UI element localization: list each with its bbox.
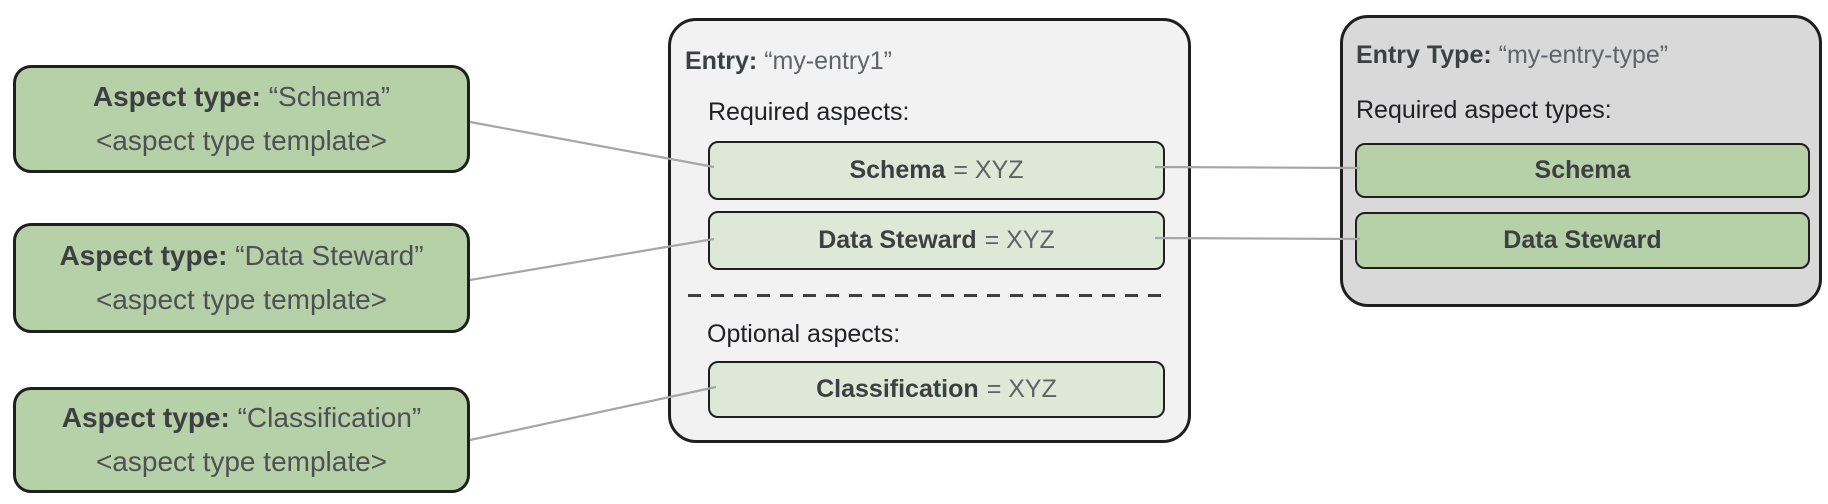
entry-aspect-row-data-steward: Data Steward = XYZ — [708, 211, 1165, 270]
dashed-divider — [688, 294, 1164, 297]
aspect-row-name: Classification — [816, 375, 979, 403]
aspect-type-label: Aspect type: — [92, 80, 261, 112]
aspect-type-name: “Data Steward” — [235, 239, 424, 271]
aspect-row-value: = XYZ — [953, 156, 1024, 184]
aspect-row-value: = XYZ — [986, 375, 1057, 403]
required-aspects-heading: Required aspects: — [708, 98, 910, 126]
entry-box: Entry: “my-entry1” Required aspects: Sch… — [668, 18, 1191, 443]
aspect-type-title: Aspect type: “Data Steward” — [59, 239, 424, 272]
entry-label: Entry: — [685, 47, 758, 75]
aspect-type-template: <aspect type template> — [95, 283, 388, 315]
aspect-type-template: <aspect type template> — [95, 445, 388, 477]
entry-type-row-schema: Schema — [1355, 143, 1810, 198]
aspect-type-box-schema: Aspect type: “Schema” <aspect type templ… — [13, 65, 470, 173]
aspect-row-name: Schema — [849, 156, 946, 184]
aspect-type-label: Aspect type: — [61, 401, 230, 433]
entry-type-name: “my-entry-type” — [1498, 41, 1669, 69]
aspect-type-box-classification: Aspect type: “Classification” <aspect ty… — [13, 387, 470, 493]
entry-type-row-data-steward: Data Steward — [1355, 212, 1810, 269]
aspect-type-title: Aspect type: “Classification” — [61, 401, 422, 434]
required-aspect-types-heading: Required aspect types: — [1356, 96, 1612, 124]
aspect-type-name: “Schema” — [268, 80, 391, 112]
aspect-type-title: Aspect type: “Schema” — [92, 80, 391, 113]
aspect-type-label: Aspect type: — [59, 239, 228, 271]
entry-aspect-row-classification: Classification = XYZ — [708, 361, 1165, 418]
aspect-row-name: Data Steward — [818, 226, 977, 254]
aspect-row-value: = XYZ — [984, 226, 1055, 254]
entry-type-title: Entry Type: “my-entry-type” — [1356, 39, 1668, 71]
entry-type-label: Entry Type: — [1356, 41, 1492, 69]
aspect-type-name: “Classification” — [237, 401, 422, 433]
aspect-type-box-data-steward: Aspect type: “Data Steward” <aspect type… — [13, 223, 470, 333]
entry-title: Entry: “my-entry1” — [685, 45, 892, 77]
optional-aspects-heading: Optional aspects: — [707, 320, 901, 348]
entry-aspect-row-schema: Schema = XYZ — [708, 141, 1165, 200]
entry-type-box: Entry Type: “my-entry-type” Required asp… — [1340, 15, 1822, 307]
entry-name: “my-entry1” — [764, 47, 892, 75]
aspect-type-template: <aspect type template> — [95, 124, 388, 156]
